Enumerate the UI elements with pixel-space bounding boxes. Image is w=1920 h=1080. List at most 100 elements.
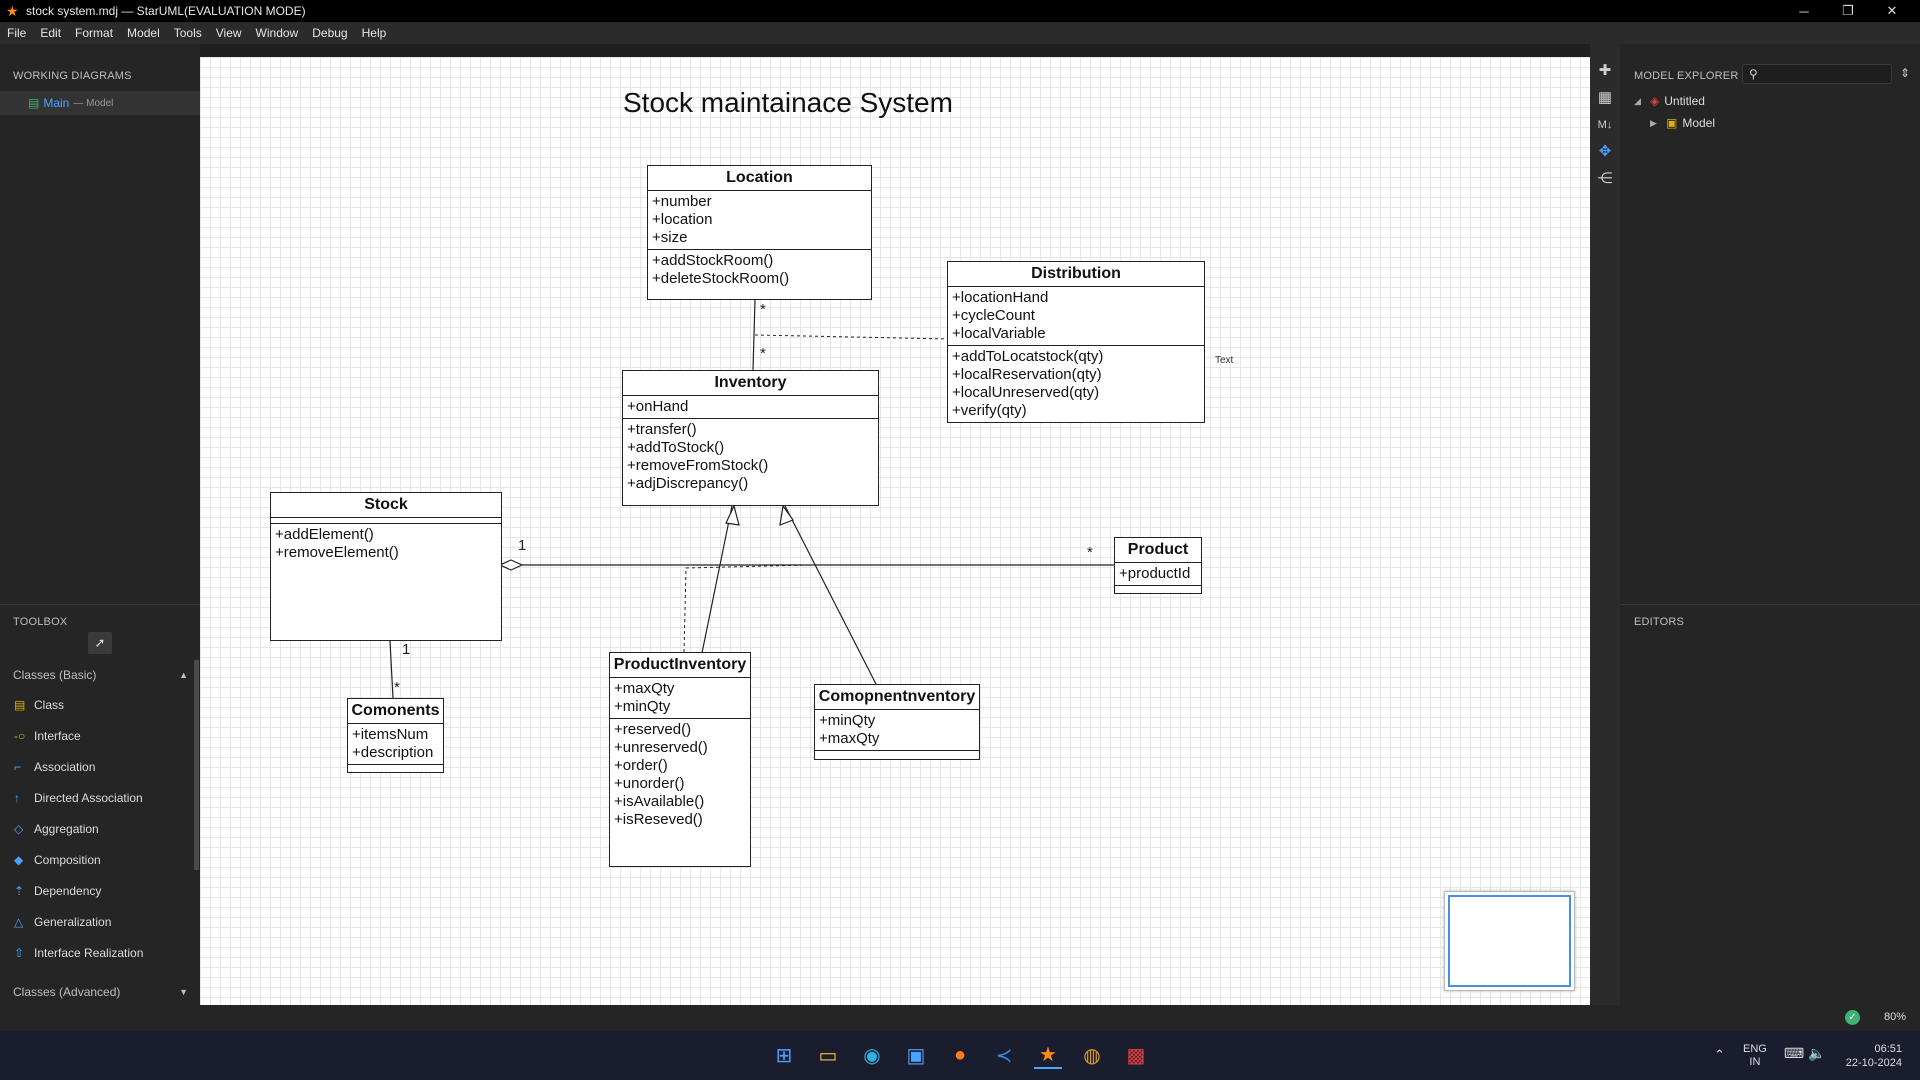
operation: +reserved(): [614, 721, 692, 738]
minimize-button[interactable]: ─: [1799, 3, 1809, 19]
toolbox-item-label: Interface: [34, 729, 81, 743]
tray-overflow-icon[interactable]: ⌃: [1714, 1047, 1725, 1062]
class-productinventory[interactable]: ProductInventory +maxQty +minQty +reserv…: [609, 652, 751, 867]
componentinventory-generalization[interactable]: [784, 505, 877, 685]
app-icon[interactable]: ▩: [1126, 1044, 1146, 1067]
class-comonents[interactable]: Comonents +itemsNum +description: [347, 698, 444, 773]
operation: +unreserved(): [614, 739, 708, 756]
toolbox-item-aggregation[interactable]: ◇Aggregation: [0, 814, 200, 844]
productinventory-association-class-link[interactable]: [683, 564, 811, 653]
minimap-viewport[interactable]: [1448, 895, 1571, 987]
tree-item-model[interactable]: ▶ ▣ Model: [1650, 114, 1715, 132]
toolbox-item-dependency[interactable]: ⇡Dependency: [0, 876, 200, 906]
class-name: Comopnentnventory: [815, 685, 979, 710]
attribute: +onHand: [627, 398, 689, 415]
extensions-icon[interactable]: ✚: [1598, 62, 1612, 79]
minimap[interactable]: [1444, 891, 1575, 991]
language-indicator[interactable]: ENG IN: [1743, 1043, 1767, 1069]
collapse-icon[interactable]: ▶: [1650, 117, 1657, 128]
diagram-name: Main: [43, 96, 70, 110]
restore-button[interactable]: ❐: [1842, 3, 1854, 18]
text-note[interactable]: Text: [1215, 355, 1234, 366]
left-panel: WORKING DIAGRAMS ▤ Main — Model TOOLBOX …: [0, 44, 200, 1005]
toolbox-item-label: Composition: [34, 853, 101, 867]
working-diagrams-title: WORKING DIAGRAMS: [13, 70, 132, 82]
operation: +isReseved(): [614, 811, 703, 828]
menu-help[interactable]: Help: [361, 26, 387, 40]
toolbox-item-interface[interactable]: -○Interface: [0, 721, 200, 751]
menu-format[interactable]: Format: [75, 26, 114, 40]
model-explorer-title: MODEL EXPLORER: [1634, 70, 1739, 82]
toolbox-item-directed-association[interactable]: ↑Directed Association: [0, 783, 200, 813]
staruml-taskbar-icon[interactable]: ★: [1034, 1041, 1062, 1069]
class-inventory[interactable]: Inventory +onHand +transfer() +addToStoc…: [622, 370, 879, 506]
toolbox-item-generalization[interactable]: △Generalization: [0, 907, 200, 937]
toolbox-item-class[interactable]: ▤Class: [0, 690, 200, 720]
toolbox-group-advanced[interactable]: Classes (Advanced) ▼: [0, 979, 200, 1005]
toolbox-item-interface-realization[interactable]: ⇧Interface Realization: [0, 938, 200, 968]
staruml-app-icon: ★: [6, 3, 19, 19]
toolbox-group-basic[interactable]: Classes (Basic) ▲: [0, 662, 200, 688]
zoom-level[interactable]: 80%: [1884, 1011, 1907, 1023]
taskbar: ⊞ ▭ ◉ ▣ ● ≺ ★ ◍ ▩ ⌃ ENG IN ⌨ 🔈 06:51 22-…: [0, 1031, 1920, 1080]
model-search-input[interactable]: ⚲: [1742, 64, 1892, 84]
menu-file[interactable]: File: [7, 26, 27, 40]
attributes-compartment: +onHand: [623, 396, 878, 419]
firefox-icon[interactable]: ●: [953, 1043, 967, 1066]
interface-realization-icon: ⇧: [14, 946, 25, 960]
windows-start-icon[interactable]: ⊞: [775, 1044, 793, 1067]
menu-debug[interactable]: Debug: [312, 26, 348, 40]
class-product[interactable]: Product +productId: [1114, 537, 1202, 594]
menu-view[interactable]: View: [215, 26, 242, 40]
markdown-icon[interactable]: M↓: [1597, 119, 1613, 131]
menu-model[interactable]: Model: [127, 26, 160, 40]
expand-icon[interactable]: ◢: [1634, 95, 1641, 106]
class-comopnentnventory[interactable]: Comopnentnventory +minQty +maxQty: [814, 684, 980, 760]
file-explorer-icon[interactable]: ▭: [818, 1044, 838, 1067]
operation: +removeElement(): [275, 544, 399, 561]
class-stock[interactable]: Stock +addElement() +removeElement(): [270, 492, 502, 641]
edge-browser-icon[interactable]: ◉: [863, 1044, 881, 1067]
layout-icon[interactable]: ▦: [1597, 89, 1613, 106]
class-distribution[interactable]: Distribution +locationHand +cycleCount +…: [947, 261, 1205, 423]
working-diagram-item-main[interactable]: ▤ Main — Model: [0, 91, 200, 115]
toolbox-scrollbar[interactable]: [194, 660, 199, 870]
navigator-icon[interactable]: ✥: [1598, 143, 1612, 160]
vscode-icon[interactable]: ≺: [995, 1044, 1013, 1067]
stock-comonents-aggregation[interactable]: [389, 640, 394, 699]
sort-icon[interactable]: ⇕: [1900, 66, 1911, 80]
operation: +addToStock(): [627, 439, 725, 456]
store-icon[interactable]: ▣: [906, 1044, 926, 1067]
clock[interactable]: 06:51 22-10-2024: [1832, 1042, 1902, 1070]
volume-icon[interactable]: 🔈: [1808, 1045, 1826, 1061]
productinventory-generalization[interactable]: [701, 505, 733, 654]
toolbox-item-label: Generalization: [34, 915, 112, 929]
chrome-icon[interactable]: ◍: [1083, 1044, 1101, 1067]
toolbox-item-composition[interactable]: ◆Composition: [0, 845, 200, 875]
menu-window[interactable]: Window: [255, 26, 299, 40]
generalization-arrowhead: [725, 504, 740, 526]
diagram-canvas[interactable]: Stock maintainace System Text Location +…: [200, 57, 1590, 1005]
panel-divider: [1620, 604, 1920, 605]
diagram-title[interactable]: Stock maintainace System: [623, 87, 953, 118]
association-icon: ⌐: [14, 760, 22, 774]
right-panel: MODEL EXPLORER ⚲ ⇕ ◢ ◈ Untitled ▶ ▣ Mode…: [1620, 44, 1920, 1005]
menu-edit[interactable]: Edit: [40, 26, 62, 40]
tree-item-untitled[interactable]: ◢ ◈ Untitled: [1634, 92, 1705, 110]
share-icon[interactable]: ⋲: [1597, 170, 1613, 187]
toolbox-item-association[interactable]: ⌐Association: [0, 752, 200, 782]
location-inventory-association[interactable]: [752, 299, 756, 371]
aggregation-diamond: [498, 559, 524, 571]
network-icon[interactable]: ⌨: [1784, 1045, 1805, 1061]
toolbox-item-label: Dependency: [34, 884, 102, 898]
operation: +isAvailable(): [614, 793, 705, 810]
validation-ok-icon[interactable]: ✓: [1845, 1010, 1860, 1025]
collapse-up-icon: ▲: [179, 670, 188, 680]
distribution-association-class-link[interactable]: [754, 334, 948, 340]
menu-tools[interactable]: Tools: [173, 26, 202, 40]
select-tool-button[interactable]: ➚: [88, 632, 112, 654]
close-button[interactable]: ✕: [1886, 3, 1898, 18]
attribute: +maxQty: [819, 730, 880, 747]
toolbox-item-label: Aggregation: [34, 822, 99, 836]
class-location[interactable]: Location +number +location +size +addSto…: [647, 165, 872, 300]
